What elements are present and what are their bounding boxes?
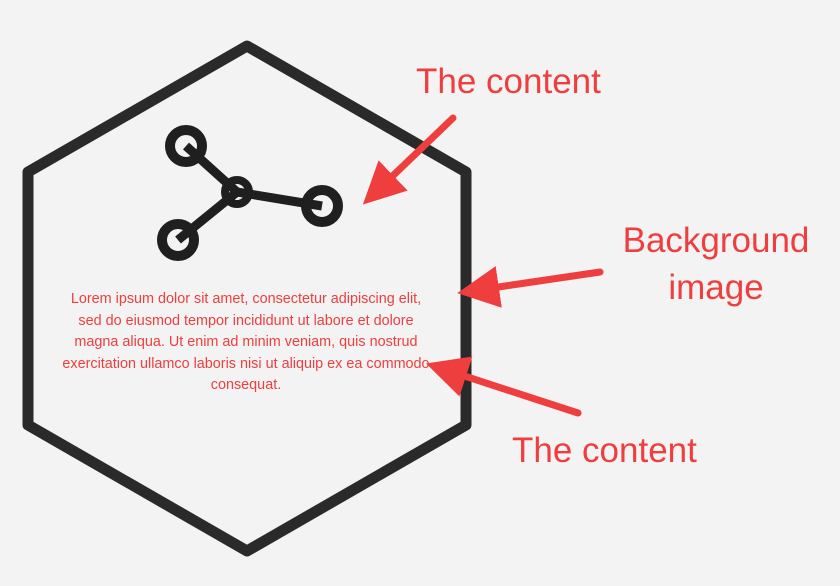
arrow-middle	[457, 266, 604, 308]
content-text: Lorem ipsum dolor sit amet, consectetur …	[62, 291, 430, 393]
annotation-arrows	[362, 114, 604, 417]
arrow-top	[362, 114, 457, 205]
hexagon-background-image	[22, 40, 472, 557]
share-network-icon	[157, 125, 343, 261]
annotation-label-middle: Background image	[622, 221, 810, 307]
arrow-bottom	[426, 356, 582, 417]
annotation-label-bottom: The content	[512, 431, 697, 470]
annotation-label-top: The content	[416, 62, 601, 101]
